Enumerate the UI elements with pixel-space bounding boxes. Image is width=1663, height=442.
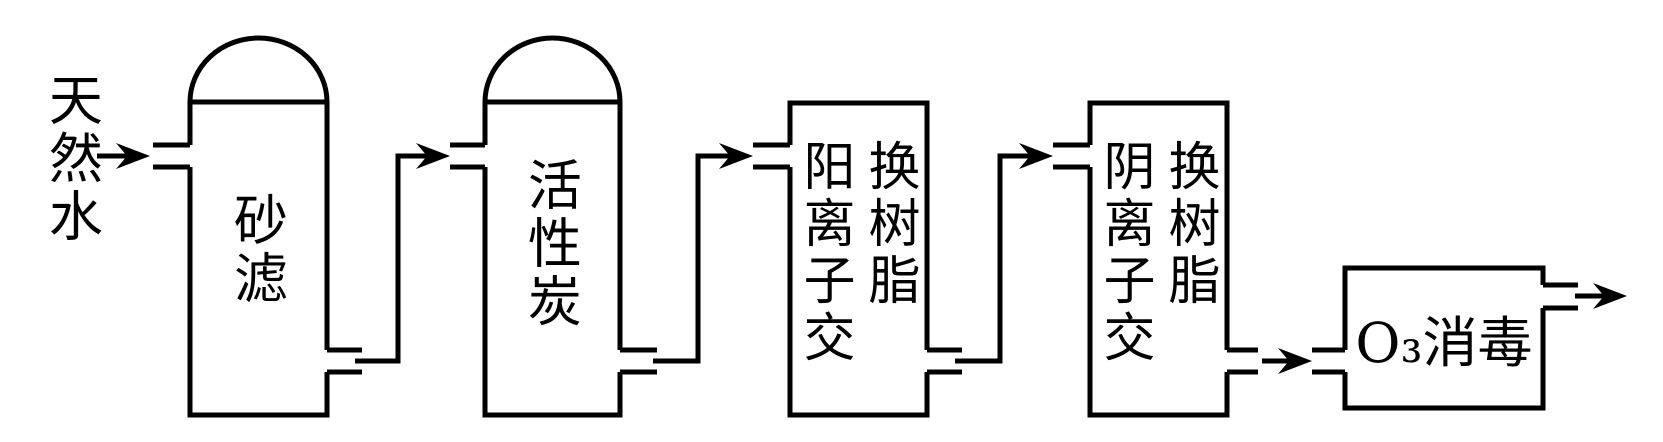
ozone-outlet-pipe	[1543, 282, 1578, 311]
sand-filter-inlet-pipe	[153, 142, 190, 170]
ozone-disinfection-box	[1312, 265, 1578, 411]
activated-carbon-vessel	[450, 35, 657, 418]
connector-anion-to-ozone	[1262, 348, 1312, 374]
right-arrow-icon	[1019, 143, 1053, 169]
activated-carbon-label: 活性炭	[518, 157, 582, 331]
connector-sand-to-carbon	[355, 143, 450, 364]
anion-exchange-inlet-pipe	[1053, 142, 1090, 170]
cation-exchange-label: 阳离子交 换树脂	[794, 139, 919, 367]
right-arrow-icon	[719, 143, 753, 169]
source-flow-arrow	[97, 143, 150, 169]
cation-exchange-box-outline	[787, 100, 930, 418]
cation-exchange-outlet-pipe	[927, 347, 962, 375]
source-water-label: 天然水	[39, 72, 103, 246]
right-arrow-icon	[1278, 348, 1312, 374]
anion-exchange-box-outline	[1087, 100, 1230, 418]
anion-exchange-box	[1053, 100, 1258, 418]
outflow-arrow	[1575, 283, 1627, 309]
sand-filter-vessel	[153, 35, 362, 418]
anion-exchange-label: 阴离子交 换树脂	[1094, 139, 1219, 367]
anion-exchange-outlet-pipe	[1227, 347, 1258, 375]
connector-sand-to-carbon-line	[355, 153, 428, 364]
cation-exchange-inlet-pipe	[753, 142, 790, 170]
activated-carbon-inlet-pipe	[450, 142, 485, 170]
right-arrow-icon	[416, 143, 450, 169]
right-arrow-icon	[116, 143, 150, 169]
sand-filter-label: 砂滤	[224, 192, 288, 308]
activated-carbon-outlet-pipe	[620, 347, 657, 375]
right-arrow-icon	[1593, 283, 1627, 309]
sand-filter-outlet-pipe	[327, 347, 362, 375]
sand-filter-vessel-outline	[187, 35, 330, 418]
ozone-disinfection-label: O₃消毒	[1355, 311, 1533, 375]
connector-cation-to-anion	[955, 143, 1053, 364]
connector-carbon-to-cation	[653, 143, 753, 364]
cation-exchange-box	[753, 100, 962, 418]
connector-carbon-to-cation-line	[653, 153, 731, 364]
activated-carbon-vessel-outline	[482, 35, 623, 418]
ozone-inlet-pipe	[1312, 347, 1345, 375]
ozone-disinfection-box-outline	[1342, 265, 1546, 411]
connector-cation-to-anion-line	[955, 153, 1031, 364]
